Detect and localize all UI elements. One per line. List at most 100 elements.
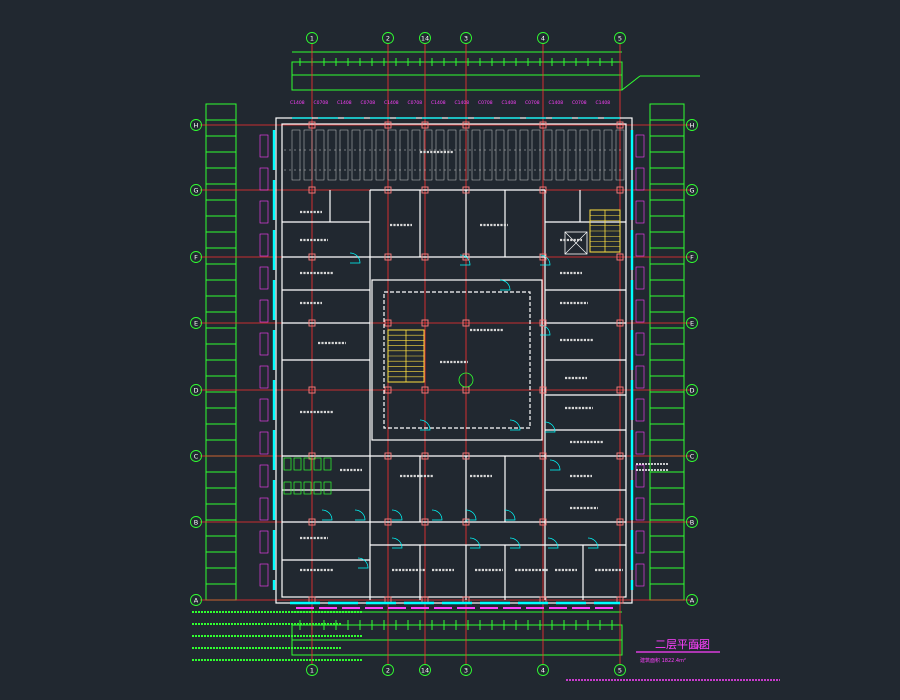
column <box>616 186 624 194</box>
axis-bubble-right-label: C <box>690 453 695 461</box>
window-tag-top: C1408 <box>337 100 352 106</box>
column <box>384 386 392 394</box>
window-tag-top: C1408 <box>549 100 564 106</box>
axis-bubble-right-circle <box>686 184 698 196</box>
door-swing-15 <box>544 421 556 433</box>
bay-stripe <box>375 129 385 181</box>
axis-bubble-bottom-circle <box>382 664 394 676</box>
column <box>462 319 470 327</box>
window-tag-left-box <box>259 134 269 158</box>
window-tag-right-box <box>635 200 645 224</box>
column <box>308 518 316 526</box>
column <box>384 319 392 327</box>
bay-stripe <box>423 129 433 181</box>
atrium-symbol <box>458 372 474 388</box>
door-swing-17 <box>354 509 366 521</box>
toilet-fixture <box>293 457 302 471</box>
column <box>539 386 547 394</box>
axis-bubble-left-circle <box>190 594 202 606</box>
axis-bubble-top-label: 3 <box>464 35 468 43</box>
door-swing-13 <box>419 419 431 431</box>
window-tag-top: C0708 <box>525 100 540 106</box>
bay-stripe <box>447 129 457 181</box>
window-tag-right-box <box>635 530 645 554</box>
axis-bubble-left-circle <box>190 119 202 131</box>
window-tag-right-box <box>635 497 645 521</box>
window-tag-right-box <box>635 266 645 290</box>
axis-bubble-left-label: D <box>193 387 198 395</box>
toilet-fixture <box>323 457 332 471</box>
drawing-area: 建筑面积 1822.4m² <box>640 657 686 664</box>
window-tag-top: C1408 <box>502 100 517 106</box>
axis-bubble-left-label: B <box>194 519 198 527</box>
bay-stripe <box>483 129 493 181</box>
axis-bubble-top-circle <box>460 32 472 44</box>
axis-bubble-bottom-circle <box>537 664 549 676</box>
axis-bubble-bottom-circle <box>460 664 472 676</box>
door-swing-14 <box>509 419 521 431</box>
column <box>421 121 429 129</box>
bay-stripe <box>339 129 349 181</box>
window-tag-top: C1408 <box>290 100 305 106</box>
toilet-fixture <box>283 457 292 471</box>
window-tag-right-box <box>635 431 645 455</box>
window-tag-left-box <box>259 266 269 290</box>
window-tag-top: C0708 <box>361 100 376 106</box>
axis-bubble-bottom-label: 14 <box>421 667 429 675</box>
axis-bubble-bottom-circle <box>614 664 626 676</box>
window-tag-left-box <box>259 200 269 224</box>
axis-bubble-right-circle <box>686 317 698 329</box>
bay-stripe <box>543 129 553 181</box>
axis-bubble-top-label: 1 <box>310 35 314 43</box>
axis-bubble-bottom-circle <box>419 664 431 676</box>
axis-bubble-right-circle <box>686 251 698 263</box>
axis-bubble-right-circle <box>686 450 698 462</box>
door-swing-5 <box>391 537 403 549</box>
door-swing-4 <box>357 557 369 569</box>
axis-bubble-left-label: H <box>194 122 199 130</box>
column <box>616 253 624 261</box>
window-tag-top: C1408 <box>431 100 446 106</box>
door-swing-11 <box>539 254 551 266</box>
window-tag-left-box <box>259 332 269 356</box>
bay-stripe <box>351 129 361 181</box>
column <box>616 452 624 460</box>
bay-stripe <box>567 129 577 181</box>
window-tag-left-box <box>259 431 269 455</box>
column <box>462 253 470 261</box>
window-tag-right-box <box>635 398 645 422</box>
window-tag-right-box <box>635 563 645 587</box>
window-tag-left-box <box>259 530 269 554</box>
column <box>539 452 547 460</box>
door-swing-20 <box>459 254 471 266</box>
door-swing-18 <box>321 509 333 521</box>
door-swing-10 <box>539 324 551 336</box>
bay-stripe <box>471 129 481 181</box>
bay-stripe <box>615 129 625 181</box>
axis-bubble-left-circle <box>190 450 202 462</box>
window-tag-right-box <box>635 134 645 158</box>
column <box>308 452 316 460</box>
column <box>384 186 392 194</box>
window-tag-left-box <box>259 233 269 257</box>
door-swing-7 <box>509 537 521 549</box>
axis-bubble-bottom-label: 1 <box>310 667 314 675</box>
window-tag-right-box <box>635 365 645 389</box>
bay-stripe <box>507 129 517 181</box>
axis-bubble-bottom-label: 5 <box>618 667 622 675</box>
atrium-inner-wall <box>383 291 531 429</box>
toilet-fixture <box>283 481 292 495</box>
bay-stripe <box>303 129 313 181</box>
door-swing-19 <box>349 252 361 264</box>
axis-bubble-top-circle <box>537 32 549 44</box>
column <box>421 186 429 194</box>
atrium-wall <box>371 279 543 441</box>
toilet-fixture <box>303 481 312 495</box>
axis-bubble-left-circle <box>190 384 202 396</box>
axis-bubble-top-label: 5 <box>618 35 622 43</box>
axis-bubble-right-circle <box>686 516 698 528</box>
axis-bubble-top-circle <box>614 32 626 44</box>
